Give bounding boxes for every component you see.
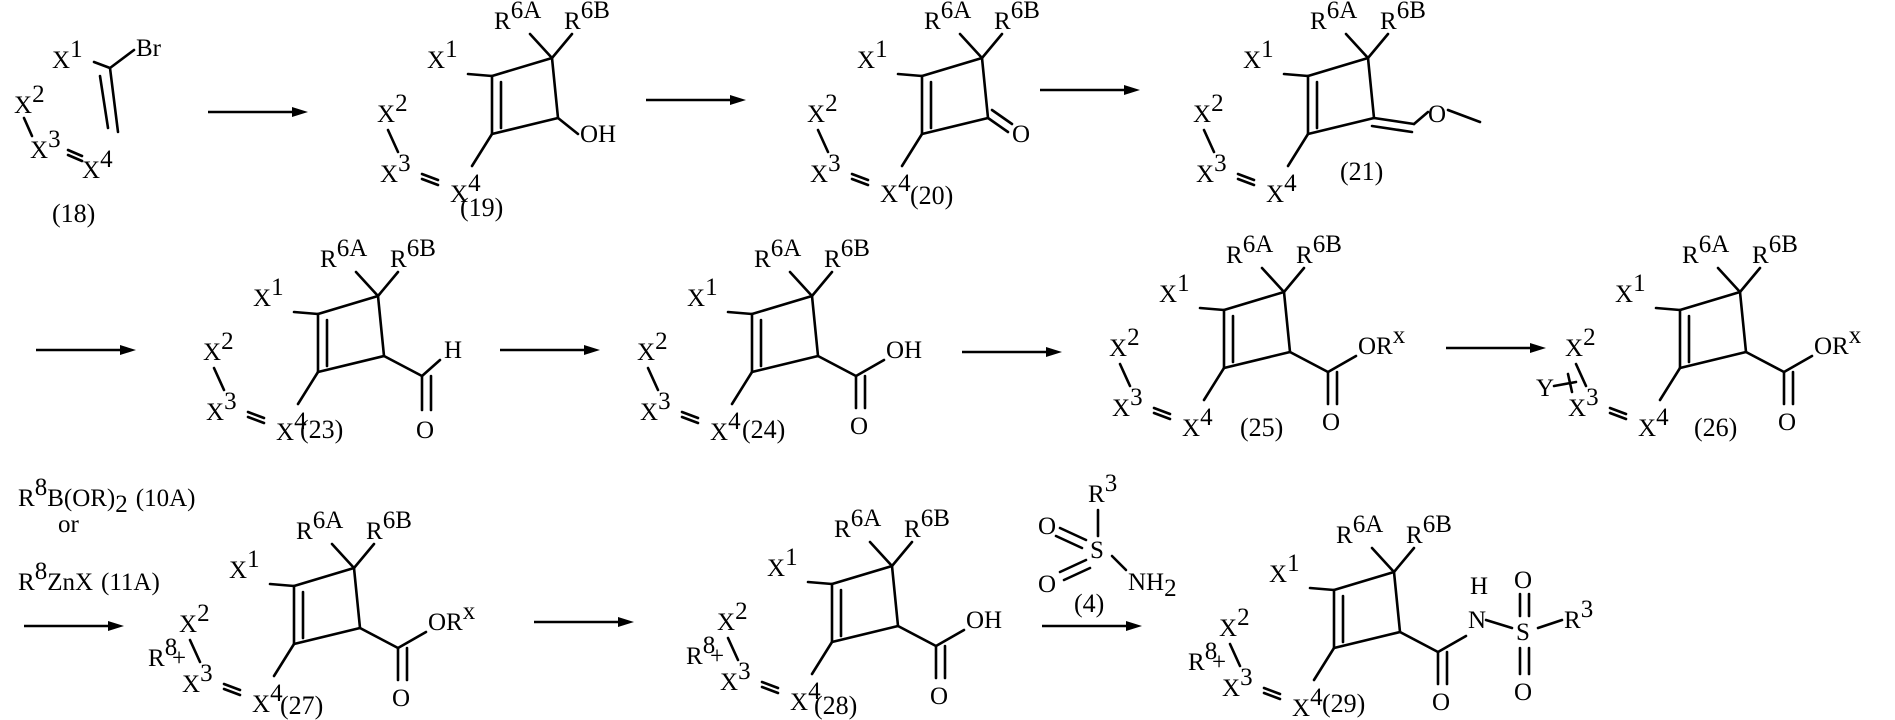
compound-label: (21) — [1340, 157, 1383, 186]
compound-label: (19) — [460, 193, 503, 222]
reaction-arrow — [1040, 85, 1140, 95]
atom-o: O — [1514, 679, 1532, 706]
reagent-sulfonamide-4: R3 S O O NH2 (4) — [1038, 470, 1177, 618]
compound-29: N H S O O R3 + R8 (29) — [1188, 511, 1593, 720]
atom-h: H — [1470, 573, 1488, 600]
atom-o: O — [1428, 101, 1446, 128]
atom-n: N — [1468, 607, 1486, 634]
atom-y: Y — [1536, 375, 1554, 402]
reaction-arrow — [1446, 343, 1546, 353]
compound-25: ORx (25) — [1109, 231, 1406, 442]
compound-23: H O (23) — [203, 235, 462, 446]
atom-r3: R3 — [1564, 596, 1593, 634]
compound-label: (27) — [280, 691, 323, 720]
reaction-arrow — [646, 95, 746, 105]
atom-s: S — [1516, 619, 1530, 646]
atom-or: ORx — [1814, 322, 1862, 360]
compound-28: OH + R8 (28) — [686, 505, 1002, 720]
reaction-arrow — [962, 347, 1062, 357]
reaction-arrow — [36, 345, 136, 355]
compound-label: (28) — [814, 691, 857, 720]
reaction-arrow — [500, 345, 600, 355]
compound-21: O (21) — [1193, 0, 1480, 208]
reaction-arrow — [24, 621, 124, 631]
reagent-zinc: R8ZnX(11A) — [18, 558, 160, 596]
reagents-10A-11A: R8B(OR)2(10A) or R8ZnX(11A) — [18, 474, 195, 596]
atom-x2: X2 — [14, 81, 45, 119]
compound-26: ORx Y (26) — [1536, 231, 1862, 442]
atom-oh: OH — [886, 337, 922, 364]
atom-s: S — [1090, 537, 1104, 564]
atom-nh2: NH2 — [1128, 569, 1177, 602]
atom-br: Br — [136, 35, 162, 62]
atom-oh: OH — [580, 121, 616, 148]
compound-label: (29) — [1322, 689, 1365, 718]
atom-o: O — [1514, 567, 1532, 594]
compound-label: (25) — [1240, 413, 1283, 442]
compound-label: (23) — [300, 415, 343, 444]
reaction-arrow — [1042, 621, 1142, 631]
compound-label: (20) — [910, 181, 953, 210]
compound-label: (4) — [1074, 589, 1104, 618]
compound-27: ORx + R8 (27) — [148, 507, 476, 720]
atom-h: H — [444, 337, 462, 364]
atom-carbonyl-o: O — [1012, 121, 1030, 148]
reagent-or: or — [58, 511, 80, 538]
reaction-arrow — [208, 107, 308, 117]
reaction-arrow — [534, 617, 634, 627]
compound-19: OH (19) — [377, 0, 616, 222]
atom-r3: R3 — [1088, 470, 1117, 508]
compound-18: X1 X2 X3 X4 Br (18) — [14, 35, 162, 228]
atom-o: O — [1038, 513, 1056, 540]
compound-label: (26) — [1694, 413, 1737, 442]
atom-x4: X4 — [82, 146, 113, 184]
reagent-boronate: R8B(OR)2(10A) — [18, 474, 195, 518]
atom-carbonyl-o: O — [416, 417, 434, 444]
atom-x1: X1 — [52, 36, 83, 74]
compound-label: (24) — [742, 415, 785, 444]
atom-o: O — [1038, 571, 1056, 598]
atom-x3: X3 — [30, 126, 61, 164]
atom-or: ORx — [428, 598, 476, 636]
compound-label: (18) — [52, 199, 95, 228]
atom-oh: OH — [966, 607, 1002, 634]
atom-or: ORx — [1358, 322, 1406, 360]
compound-24: OH (24) — [637, 235, 922, 446]
compound-20: O (20) — [807, 0, 1040, 210]
